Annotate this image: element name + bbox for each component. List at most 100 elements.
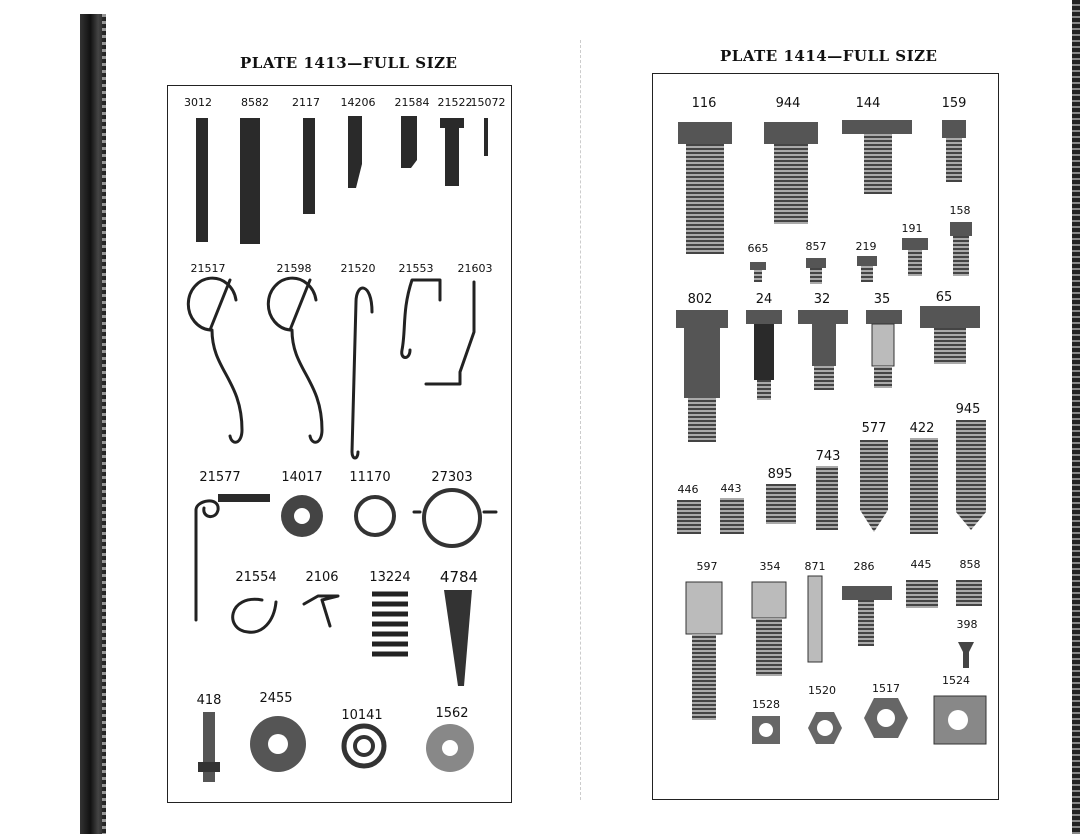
right-plate-title: PLATE 1414—FULL SIZE: [720, 47, 938, 65]
set-screw: [677, 500, 701, 534]
part-number: 21577: [199, 470, 241, 485]
screw-head: [750, 262, 766, 270]
rod-illustration: [240, 118, 260, 244]
cone-point-screw: [860, 440, 888, 532]
washer-hole: [294, 508, 310, 524]
screw-thread: [757, 380, 771, 400]
spring-clip-illustration: [231, 597, 278, 634]
screw-head: [676, 310, 728, 328]
screw-head: [764, 122, 818, 144]
left-plate-title: PLATE 1413—FULL SIZE: [240, 54, 458, 72]
part-number: 418: [196, 693, 222, 708]
part-number: 665: [747, 242, 769, 255]
set-screw: [906, 580, 938, 608]
part-number: 2106: [305, 570, 339, 585]
part-number: 14017: [281, 470, 323, 485]
screw-thread: [754, 270, 762, 282]
wire-hook-illustration: [400, 278, 442, 359]
part-number: 13224: [369, 570, 411, 585]
screw-head: [806, 258, 826, 268]
part-number: 2117: [292, 96, 320, 109]
screw-shoulder: [684, 328, 720, 398]
spring-ring-illustration: [422, 488, 482, 548]
part-number: 27303: [431, 470, 473, 485]
screw-thread: [688, 398, 716, 442]
screw-thread: [908, 250, 922, 276]
screw-thread: [686, 144, 724, 254]
set-screw: [766, 484, 796, 524]
left-plate-panel: [167, 85, 512, 803]
part-number: 35: [873, 292, 891, 307]
rod-illustration: [303, 118, 315, 214]
wire-hook-illustration: [350, 286, 374, 460]
screw-head: [902, 238, 928, 250]
clip-illustration: [302, 594, 340, 628]
screw-thread: [874, 366, 892, 388]
part-number: 144: [855, 96, 881, 111]
coil-spring-illustration: [372, 591, 408, 657]
nut-hole: [877, 709, 895, 727]
pin-illustration: [807, 575, 823, 663]
part-number: 21520: [340, 262, 376, 275]
set-screw: [910, 438, 938, 534]
part-number: 15072: [470, 96, 506, 109]
part-number: 354: [759, 560, 781, 573]
part-number: 10141: [341, 708, 383, 723]
part-number: 21603: [457, 262, 493, 275]
part-number: 21522: [437, 96, 473, 109]
part-number: 286: [853, 560, 875, 573]
screw-thread: [756, 618, 782, 676]
washer-hole: [268, 734, 288, 754]
wire-hook-illustration: [266, 276, 324, 444]
screw-thread: [934, 328, 966, 364]
part-number: 24: [755, 292, 773, 307]
screw-thread: [814, 366, 834, 390]
pin-illustration: [445, 128, 459, 186]
ring-illustration: [354, 495, 396, 537]
screw-thread: [946, 138, 962, 182]
coil-inner: [353, 735, 375, 757]
screw-thread: [858, 600, 874, 646]
set-screw: [956, 580, 982, 606]
knurled-nut: [842, 586, 892, 600]
pin-illustration: [440, 118, 464, 128]
coil-illustration: [341, 723, 387, 769]
screw-head: [798, 310, 848, 324]
part-number: 21553: [398, 262, 434, 275]
part-number: 895: [767, 467, 793, 482]
screw-shoulder: [812, 324, 836, 366]
part-number: 944: [775, 96, 801, 111]
pin-illustration: [484, 118, 488, 156]
part-number: 2455: [259, 691, 293, 706]
part-number: 597: [696, 560, 718, 573]
screw-head: [866, 310, 902, 324]
set-screw: [816, 466, 838, 530]
screw-head: [678, 122, 732, 144]
screw-head: [842, 120, 912, 134]
part-number: 21598: [276, 262, 312, 275]
part-number: 32: [813, 292, 831, 307]
part-number: 11170: [349, 470, 391, 485]
screw-thread: [692, 634, 716, 720]
screw-thread: [810, 268, 822, 284]
taper-pin-illustration: [444, 590, 472, 686]
part-number: 14206: [340, 96, 376, 109]
pin-illustration: [401, 116, 417, 168]
part-number: 191: [901, 222, 923, 235]
part-number: 743: [815, 449, 841, 464]
set-screw: [720, 498, 744, 534]
nut-hole: [817, 720, 833, 736]
part-number: 8582: [241, 96, 269, 109]
pin-illustration: [348, 116, 362, 188]
part-number: 398: [956, 618, 978, 631]
part-number: 1528: [752, 698, 780, 711]
part-number: 1562: [435, 706, 469, 721]
spring-arm-illustration: [194, 499, 220, 622]
part-number: 21517: [190, 262, 226, 275]
screw-thread: [774, 144, 808, 224]
part-number: 577: [861, 421, 887, 436]
screw-thread: [861, 266, 873, 282]
book-spine: [80, 14, 106, 834]
part-number: 1517: [872, 682, 900, 695]
